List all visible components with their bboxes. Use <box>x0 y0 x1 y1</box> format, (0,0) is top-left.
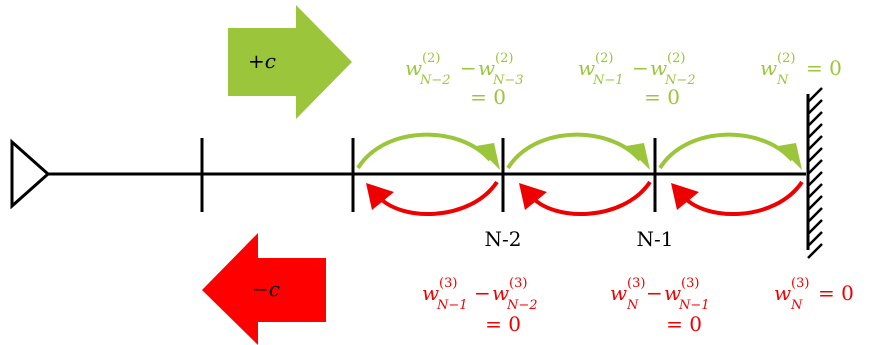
svg-text:(2): (2) <box>777 51 795 66</box>
svg-text:(2): (2) <box>667 51 685 66</box>
svg-text:(3): (3) <box>627 276 645 291</box>
red-equation-1: w (3) N−1 − w (3) N−2 = 0 <box>422 276 538 336</box>
svg-text:= 0: = 0 <box>818 281 854 305</box>
svg-text:N−1: N−1 <box>678 298 710 313</box>
node-label-n-minus-2: N-2 <box>485 227 522 251</box>
svg-text:w: w <box>650 56 667 80</box>
svg-text:N: N <box>790 298 803 313</box>
svg-text:= 0: = 0 <box>644 85 680 109</box>
svg-text:(3): (3) <box>791 276 809 291</box>
svg-text:−: − <box>646 281 663 305</box>
svg-text:w: w <box>478 56 495 80</box>
svg-text:(2): (2) <box>422 51 440 66</box>
svg-text:w: w <box>760 56 777 80</box>
red-equation-2: w (3) N − w (3) N−1 = 0 <box>610 276 710 336</box>
svg-text:= 0: = 0 <box>470 85 506 109</box>
svg-text:N: N <box>776 73 789 88</box>
svg-text:N−3: N−3 <box>492 73 524 88</box>
svg-text:w: w <box>578 56 595 80</box>
node-label-n-minus-1: N-1 <box>637 227 674 251</box>
svg-text:−: − <box>460 56 477 80</box>
svg-text:−: − <box>632 56 649 80</box>
svg-text:w: w <box>405 56 422 80</box>
svg-text:= 0: = 0 <box>806 56 842 80</box>
svg-text:N−1: N−1 <box>436 298 468 313</box>
svg-text:(3): (3) <box>439 276 457 291</box>
svg-text:w: w <box>664 281 681 305</box>
red-transfer-arrows <box>366 180 804 217</box>
svg-text:(3): (3) <box>681 276 699 291</box>
red-equations: w (3) N−1 − w (3) N−2 = 0 w (3) N − w (3… <box>422 276 854 336</box>
fixed-wall <box>806 87 823 259</box>
svg-text:w: w <box>422 281 439 305</box>
svg-text:(2): (2) <box>595 51 613 66</box>
plus-c-label: +c <box>248 49 276 73</box>
svg-text:w: w <box>492 281 509 305</box>
svg-text:w: w <box>774 281 791 305</box>
svg-text:N−1: N−1 <box>592 73 624 88</box>
green-equation-2: w (2) N−1 − w (2) N−2 = 0 <box>578 51 696 109</box>
minus-c-arrow: −c <box>202 233 326 345</box>
svg-text:−: − <box>474 281 491 305</box>
green-equation-1: w (2) N−2 − w (2) N−3 = 0 <box>405 51 524 109</box>
svg-text:w: w <box>610 281 627 305</box>
green-equations: w (2) N−2 − w (2) N−3 = 0 w (2) N−1 − w … <box>405 51 842 109</box>
svg-text:N−2: N−2 <box>506 298 538 313</box>
svg-text:N−2: N−2 <box>419 73 451 88</box>
minus-c-label: −c <box>252 277 280 301</box>
red-equation-3: w (3) N = 0 <box>774 276 854 313</box>
svg-text:= 0: = 0 <box>666 312 702 336</box>
svg-text:N: N <box>626 298 639 313</box>
pin-support <box>10 138 51 210</box>
green-equation-3: w (2) N = 0 <box>760 51 842 88</box>
svg-text:(2): (2) <box>495 51 513 66</box>
plus-c-arrow: +c <box>228 5 352 119</box>
svg-text:= 0: = 0 <box>485 312 521 336</box>
svg-text:(3): (3) <box>509 276 527 291</box>
svg-text:N−2: N−2 <box>664 73 696 88</box>
green-transfer-arrows <box>356 132 802 170</box>
